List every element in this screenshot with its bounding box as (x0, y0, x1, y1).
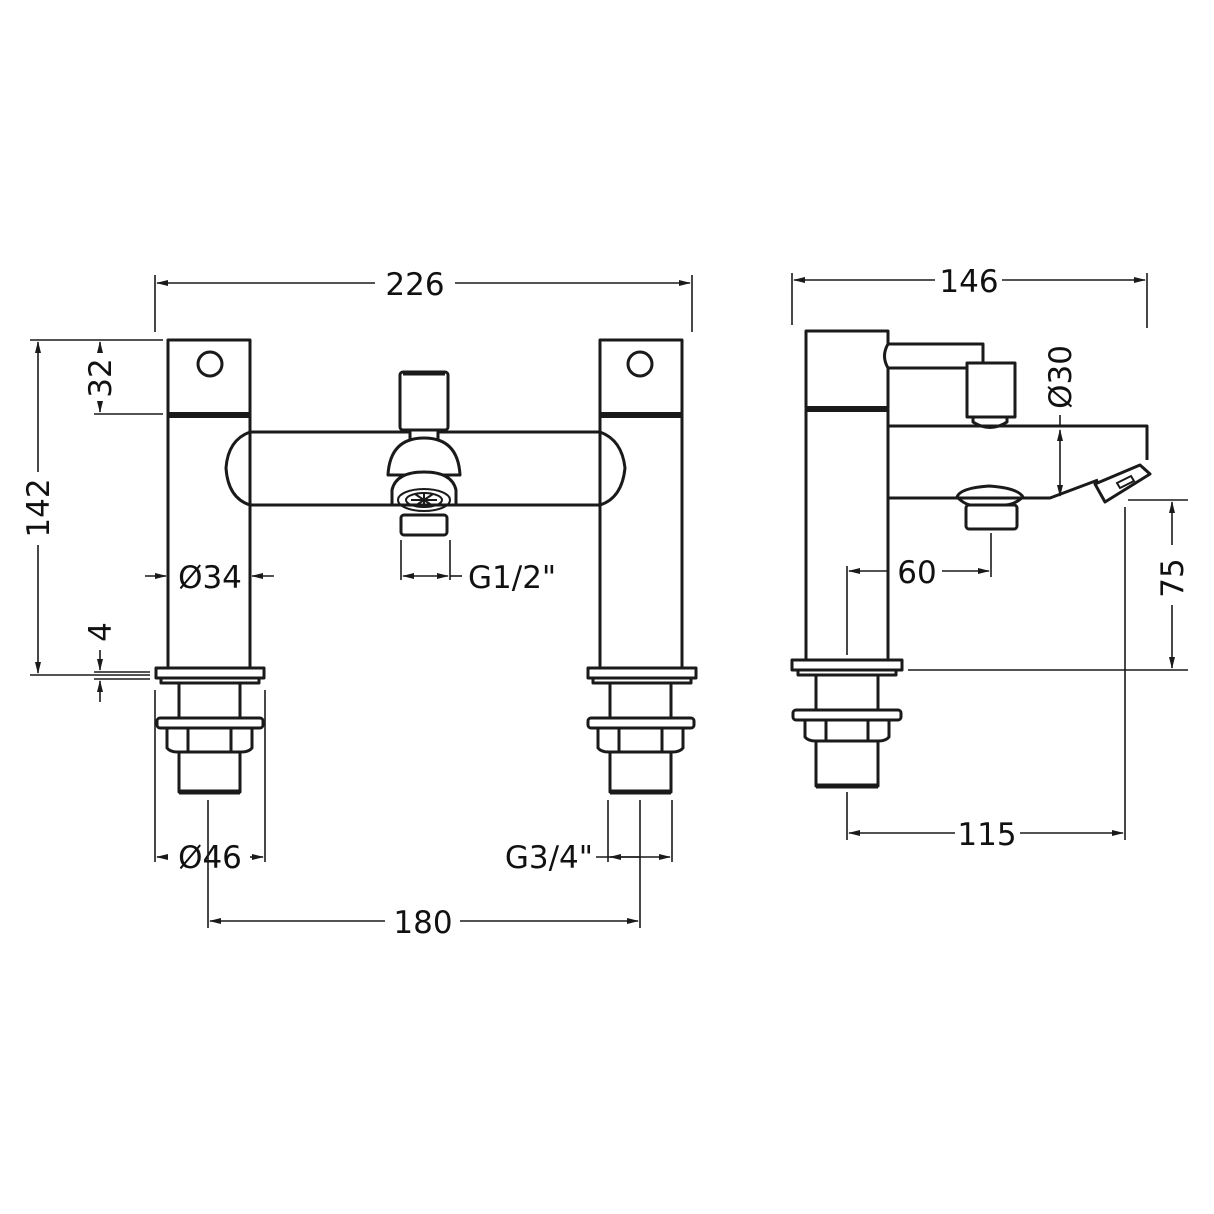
svg-text:226: 226 (385, 267, 444, 303)
side-spout-aerator (1093, 463, 1152, 504)
dim-inlet-thread: G3/4" (505, 800, 673, 876)
side-diverter (965, 361, 1017, 429)
diverter-knob (386, 370, 462, 537)
dim-handle-height: 32 (83, 341, 163, 415)
dim-base-thickness: 4 (83, 622, 150, 702)
svg-text:Ø34: Ø34 (178, 560, 242, 596)
dim-spout-projection: 115 (846, 507, 1126, 853)
side-column (804, 329, 890, 660)
right-mounting-kit (586, 666, 698, 795)
left-mounting-kit (154, 666, 266, 795)
handle-indicator-icon (626, 350, 654, 378)
left-handle-column (166, 338, 252, 668)
dim-centres: 180 (207, 800, 641, 941)
dim-overall-depth: 146 (791, 264, 1148, 328)
dim-body-diameter: Ø34 (145, 560, 274, 596)
svg-text:Ø30: Ø30 (1043, 345, 1079, 409)
svg-text:142: 142 (21, 478, 57, 537)
side-bottom-outlet (955, 484, 1025, 531)
dim-overall-height: 142 (21, 339, 163, 676)
side-view: 146 Ø30 60 75 115 (790, 264, 1191, 853)
svg-text:G3/4": G3/4" (505, 840, 593, 876)
outlet-thread (399, 513, 449, 537)
svg-text:G1/2": G1/2" (468, 560, 556, 596)
dim-spout-height: 75 (908, 499, 1191, 671)
dim-outlet-thread: G1/2" (400, 540, 556, 596)
svg-text:180: 180 (393, 905, 452, 941)
front-view: 226 142 32 4 Ø34 (21, 267, 698, 941)
dim-overall-width: 226 (154, 267, 693, 332)
dim-base-diameter: Ø46 (154, 690, 266, 876)
svg-text:115: 115 (957, 817, 1016, 853)
svg-text:Ø46: Ø46 (178, 840, 242, 876)
side-spout (888, 424, 1149, 500)
svg-text:4: 4 (83, 622, 119, 642)
handle-indicator-icon (196, 350, 224, 378)
svg-text:75: 75 (1155, 558, 1191, 597)
svg-text:60: 60 (897, 555, 936, 591)
svg-text:146: 146 (939, 264, 998, 300)
dim-outlet-offset: 60 (846, 533, 992, 655)
dim-spout-diameter: Ø30 (1043, 345, 1079, 497)
side-mounting-kit (790, 658, 904, 789)
right-handle-column (598, 338, 684, 668)
svg-text:32: 32 (83, 358, 119, 397)
